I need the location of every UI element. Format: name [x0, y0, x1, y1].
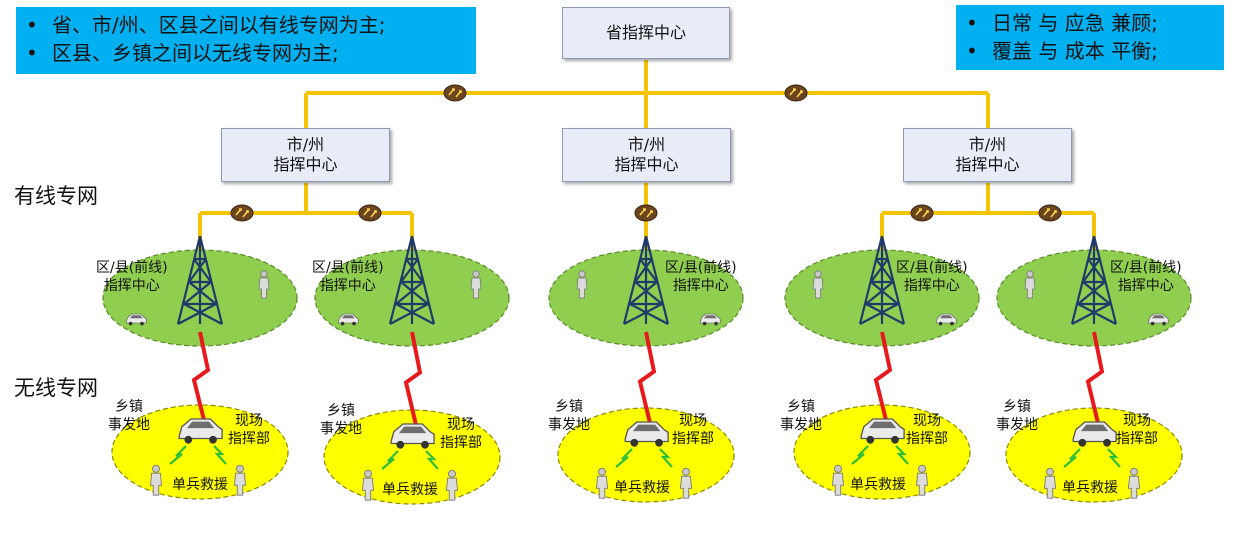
field-command-label-2: 现场 指挥部 — [440, 417, 482, 451]
wireless-signal-icon — [425, 450, 439, 470]
county-center-label-3: 区/县(前线) 指挥中心 — [665, 260, 737, 294]
soldier-rescue-label-4: 单兵救援 — [850, 477, 906, 493]
wireless-signal-icon — [895, 445, 909, 465]
soldier-rescue-label-3: 单兵救援 — [614, 480, 670, 496]
router-icon — [443, 84, 467, 102]
note-right-item-2: 覆盖 与 成本 平衡; — [966, 37, 1214, 65]
town-site-label-5: 乡镇 事发地 — [996, 399, 1038, 433]
wireless-signal-icon — [169, 445, 187, 465]
town-site-label-1: 乡镇 事发地 — [108, 399, 150, 433]
town-site-label-4: 乡镇 事发地 — [780, 399, 822, 433]
wired-network-lines — [198, 60, 1096, 262]
field-command-label-3: 现场 指挥部 — [672, 413, 714, 447]
router-icon — [634, 204, 658, 222]
router-icon — [784, 84, 808, 102]
wireless-links — [169, 331, 1121, 470]
wireless-signal-icon — [615, 448, 633, 468]
soldier-rescue-label-2: 单兵救援 — [382, 482, 438, 498]
wireless-signal-icon — [1063, 448, 1081, 468]
note-right: 日常 与 应急 兼顾; 覆盖 与 成本 平衡; — [956, 5, 1224, 70]
wireless-signal-icon — [659, 448, 673, 468]
field-command-label-5: 现场 指挥部 — [1116, 413, 1158, 447]
note-right-item-1: 日常 与 应急 兼顾; — [966, 9, 1214, 37]
router-icon — [910, 204, 934, 222]
wire-province-bus — [304, 91, 990, 128]
router-icon — [230, 204, 254, 222]
router-icon — [1038, 204, 1062, 222]
radio-link-icon — [637, 331, 657, 424]
county-center-label-2: 区/县(前线) 指挥中心 — [312, 260, 384, 294]
soldier-rescue-label-1: 单兵救援 — [172, 477, 228, 493]
note-left: 省、市/州、区县之间以有线专网为主; 区县、乡镇之间以无线专网为主; — [16, 7, 476, 74]
wireless-signal-icon — [851, 445, 869, 465]
city-center-box-2: 市/州 指挥中心 — [562, 128, 731, 182]
wired-network-label: 有线专网 — [14, 184, 98, 208]
soldier-rescue-label-5: 单兵救援 — [1062, 480, 1118, 496]
wireless-signal-icon — [213, 445, 227, 465]
county-center-label-5: 区/县(前线) 指挥中心 — [1110, 260, 1182, 294]
field-command-label-1: 现场 指挥部 — [228, 413, 270, 447]
router-icon — [358, 204, 382, 222]
wire-city3-bus — [880, 183, 1096, 262]
city-center-box-1: 市/州 指挥中心 — [221, 128, 390, 182]
coverage-zones — [102, 249, 1192, 505]
wire-city1-bus — [198, 183, 414, 262]
county-center-label-4: 区/县(前线) 指挥中心 — [896, 260, 968, 294]
town-site-label-3: 乡镇 事发地 — [548, 399, 590, 433]
note-left-item-2: 区县、乡镇之间以无线专网为主; — [26, 39, 466, 67]
note-left-item-1: 省、市/州、区县之间以有线专网为主; — [26, 11, 466, 39]
county-center-label-1: 区/县(前线) 指挥中心 — [96, 260, 168, 294]
radio-link-icon — [191, 331, 211, 421]
city-center-box-3: 市/州 指挥中心 — [903, 128, 1072, 182]
radio-link-icon — [403, 331, 423, 426]
radio-link-icon — [1085, 331, 1105, 424]
field-command-label-4: 现场 指挥部 — [906, 413, 948, 447]
radio-link-icon — [873, 331, 893, 421]
wireless-signal-icon — [1107, 448, 1121, 468]
province-center-box: 省指挥中心 — [562, 7, 730, 59]
town-site-label-2: 乡镇 事发地 — [320, 403, 362, 437]
wireless-network-label: 无线专网 — [14, 376, 98, 400]
wireless-signal-icon — [381, 450, 399, 470]
